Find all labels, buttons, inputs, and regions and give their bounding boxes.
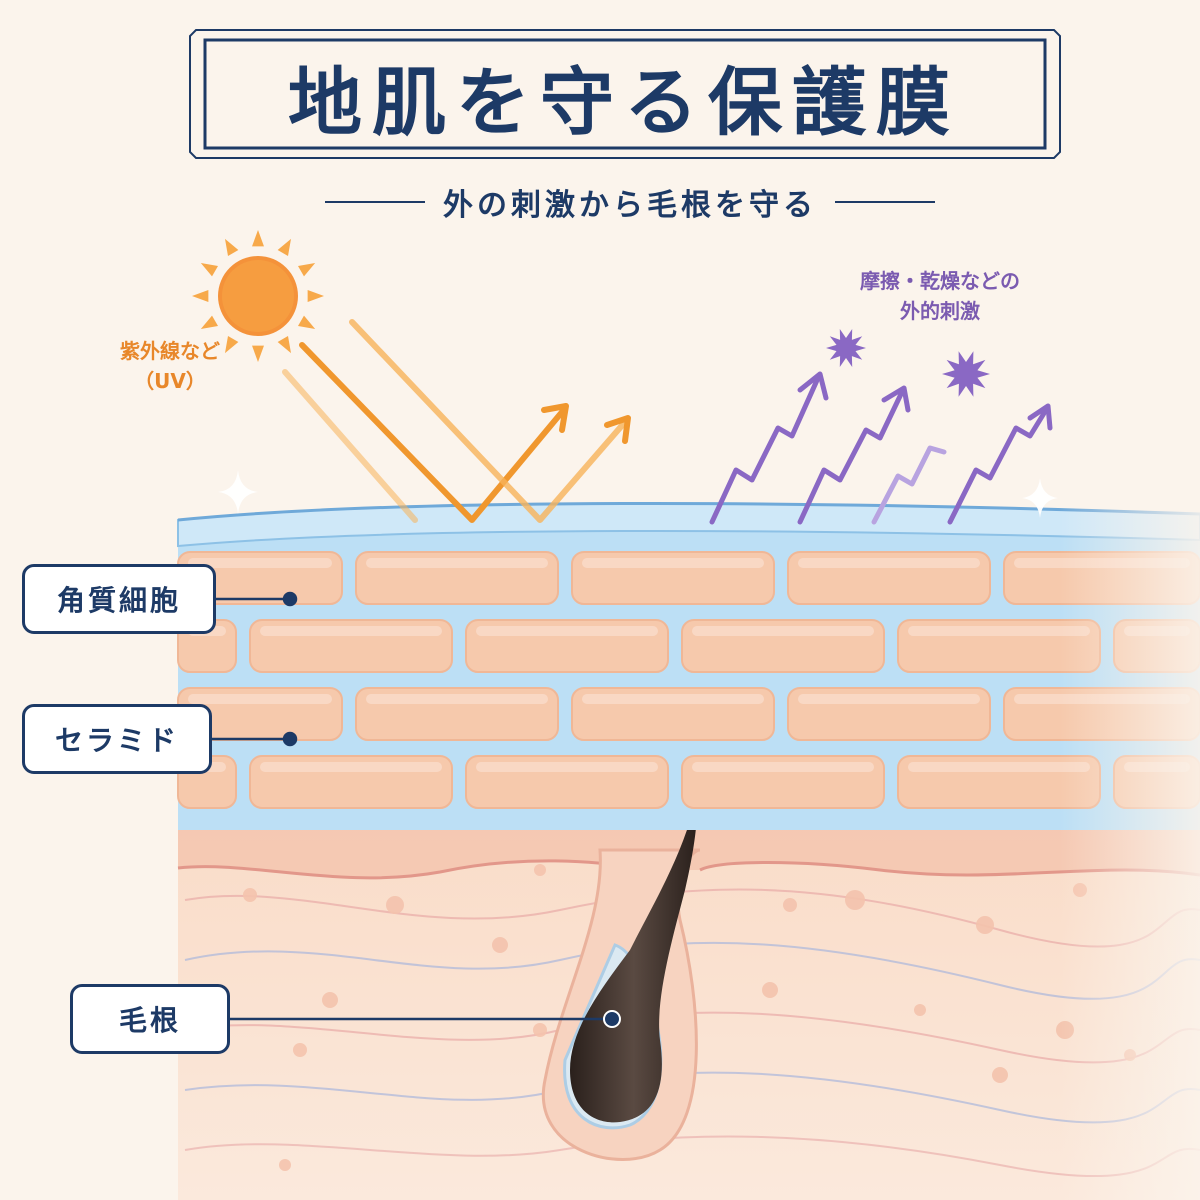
corneocyte-brick-highlight bbox=[908, 626, 1090, 636]
right-fade bbox=[1060, 500, 1200, 1200]
page-title: 地肌を守る保護膜 bbox=[190, 30, 1058, 162]
sun-ray bbox=[225, 238, 239, 257]
subtitle-divider-right bbox=[835, 201, 935, 203]
corneocyte-brick-highlight bbox=[366, 694, 548, 704]
sun-ray bbox=[225, 335, 239, 354]
uv-label-line2: （UV） bbox=[134, 369, 206, 393]
corneocyte-brick-highlight bbox=[692, 762, 874, 772]
callout-corneocyte: 角質細胞 bbox=[22, 564, 216, 634]
sun-ray bbox=[297, 315, 316, 329]
sun-ray bbox=[297, 263, 316, 277]
callout-ceramide-label: セラミド bbox=[54, 724, 179, 757]
corneocyte-brick-highlight bbox=[260, 626, 442, 636]
dermis-cells bbox=[243, 864, 1136, 1171]
stimulus-burst-icon bbox=[942, 351, 990, 397]
hair-root bbox=[570, 810, 697, 1123]
friction-arrows bbox=[709, 371, 1053, 525]
callout-hair-root: 毛根 bbox=[70, 984, 230, 1054]
callout-hair-root-label: 毛根 bbox=[118, 1004, 181, 1037]
sparkle-icons bbox=[218, 470, 1058, 518]
callout-corneocyte-label: 角質細胞 bbox=[56, 584, 181, 617]
sun-ray bbox=[277, 335, 291, 354]
callout-leader-lines bbox=[212, 591, 621, 1028]
sun-ray bbox=[192, 290, 209, 302]
corneocyte-brick-highlight bbox=[798, 694, 980, 704]
skin-surface-line bbox=[177, 501, 1200, 522]
corneocyte-brick-highlight bbox=[366, 558, 548, 568]
subtitle-divider-left bbox=[325, 201, 425, 203]
friction-label-line2: 外的刺激 bbox=[900, 299, 980, 323]
corneocyte-brick-highlight bbox=[188, 558, 332, 568]
corneocyte-brick-highlight bbox=[582, 694, 764, 704]
uv-label: 紫外線など （UV） bbox=[80, 336, 260, 396]
uv-rays bbox=[282, 319, 631, 523]
page-title-text: 地肌を守る保護膜 bbox=[288, 59, 960, 146]
sun-icon bbox=[192, 230, 324, 362]
sun-ray bbox=[200, 315, 219, 329]
corneocyte-brick-highlight bbox=[476, 626, 658, 636]
sun-ray bbox=[252, 230, 264, 247]
sun-ray bbox=[200, 263, 219, 277]
corneocyte-brick-highlight bbox=[692, 626, 874, 636]
uv-label-line1: 紫外線など bbox=[120, 339, 220, 363]
corneocyte-brick-highlight bbox=[908, 762, 1090, 772]
corneocyte-brick-highlight bbox=[798, 558, 980, 568]
friction-label-line1: 摩擦・乾燥などの bbox=[860, 269, 1020, 293]
callout-ceramide: セラミド bbox=[22, 704, 212, 774]
stimulus-burst-icons bbox=[826, 329, 990, 397]
friction-label: 摩擦・乾燥などの 外的刺激 bbox=[830, 266, 1050, 326]
title-frame bbox=[189, 29, 1061, 159]
corneocyte-brick-highlight bbox=[188, 694, 332, 704]
stimulus-burst-icon bbox=[826, 329, 866, 367]
subtitle-text: 外の刺激から毛根を守る bbox=[443, 188, 817, 223]
corneocyte-brick-highlight bbox=[260, 762, 442, 772]
corneocyte-brick-highlight bbox=[582, 558, 764, 568]
sun-ray bbox=[277, 238, 291, 257]
sun-ray bbox=[252, 345, 264, 362]
subtitle-row: 外の刺激から毛根を守る bbox=[300, 180, 960, 224]
sun-ray bbox=[307, 290, 324, 302]
corneocyte-brick-highlight bbox=[476, 762, 658, 772]
